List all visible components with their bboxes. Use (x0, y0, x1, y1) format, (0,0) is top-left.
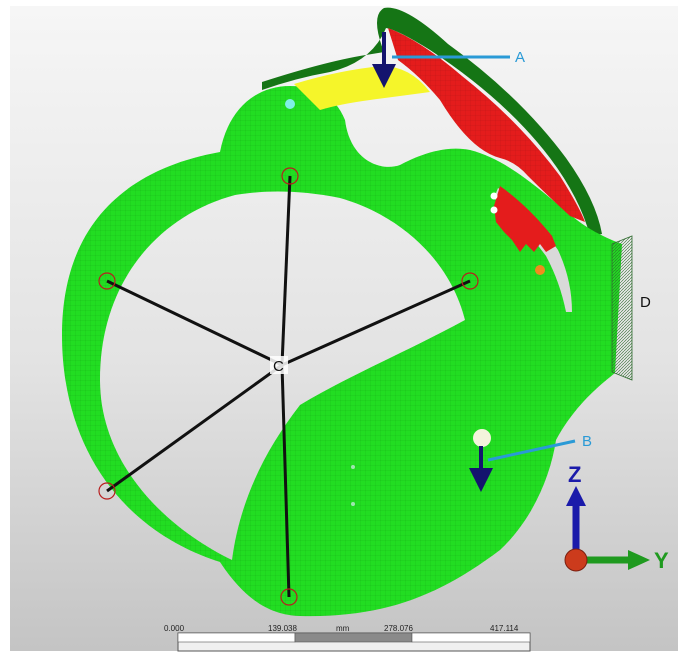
leader-line-b (487, 439, 576, 462)
load-point-b (473, 429, 491, 447)
bolt-hole-left (98, 272, 116, 290)
node-marker-top (285, 99, 295, 109)
scale-bar-segment-3 (411, 632, 531, 643)
bolt-holes (98, 167, 479, 606)
scale-bar-segment-2 (294, 632, 413, 643)
callout-c-bg (270, 356, 288, 374)
scale-unit: mm (336, 624, 350, 633)
fixed-support-d (611, 235, 633, 381)
bolt-hole-lower-left (98, 482, 116, 500)
node-marker-low (351, 502, 355, 506)
spider-line-left (106, 279, 283, 367)
bolt-hole-right (461, 272, 479, 290)
slot-hole-1 (490, 192, 498, 200)
spider-line-lower-left (106, 363, 283, 493)
y-axis-label: Y (654, 548, 669, 573)
node-marker-mid (351, 465, 355, 469)
callout-a: A (515, 49, 525, 66)
scale-tick-2: 278.076 (384, 624, 413, 633)
scale-tick-0: 0.000 (164, 624, 185, 633)
callout-c: C (273, 358, 284, 375)
scale-bar: 0.000 139.038 mm 278.076 417.114 (164, 624, 531, 652)
contact-zone-mesh (388, 28, 585, 222)
rigid-spider-lines (106, 175, 471, 598)
orange-hotspot (535, 265, 545, 275)
spider-line-bottom (280, 364, 291, 598)
y-axis-arrowhead (628, 550, 650, 570)
slot-red-teeth (494, 186, 556, 252)
scale-bar-segment-1 (177, 632, 296, 643)
z-axis-arrowhead (566, 486, 586, 506)
bolt-hole-top (281, 167, 299, 185)
outer-flange-strip (262, 7, 602, 236)
bolt-hole-bottom (280, 588, 298, 606)
scale-tick-3: 417.114 (490, 624, 519, 633)
slot-hole-2 (490, 206, 498, 214)
scale-tick-1: 139.038 (268, 624, 297, 633)
callout-d: D (640, 294, 651, 311)
spider-line-right (281, 279, 471, 367)
contact-zone-yellow (294, 66, 430, 110)
callout-b: B (582, 433, 592, 450)
axis-triad: Z Y (564, 462, 669, 573)
spider-line-top (280, 175, 292, 366)
origin-sphere (564, 548, 588, 572)
z-axis-label: Z (568, 462, 581, 487)
